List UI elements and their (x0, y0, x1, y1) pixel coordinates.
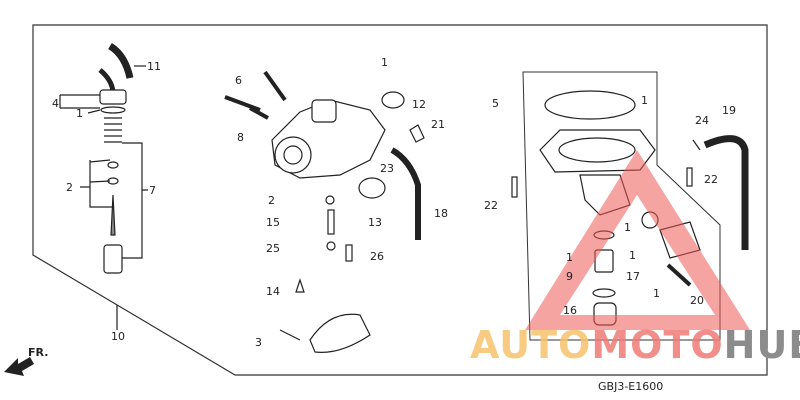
callout-label: 1 (641, 94, 648, 107)
carburetor-body (224, 70, 425, 353)
callout-label: 9 (566, 270, 573, 283)
callout-label: 1 (624, 221, 631, 234)
callout-label: 1 (381, 56, 388, 69)
watermark-moto: MOTO (591, 323, 724, 367)
callout-label: 4 (52, 97, 59, 110)
callout-label: 7 (149, 184, 156, 197)
callout-label: 1 (629, 249, 636, 262)
callout-label: 16 (563, 304, 577, 317)
watermark-hub: HUB (723, 323, 800, 367)
callout-label: 5 (492, 97, 499, 110)
diagram-frame (32, 24, 768, 376)
callout-label: 23 (380, 162, 394, 175)
watermark-triangle (525, 150, 750, 330)
assembly-box-5 (522, 71, 721, 341)
callout-label: 21 (431, 118, 445, 131)
callout-label: 1 (653, 287, 660, 300)
watermark-auto: AUTO (470, 323, 592, 367)
callout-label: 6 (235, 74, 242, 87)
callout-label: 2 (268, 194, 275, 207)
callout-label: 2 (66, 181, 73, 194)
callout-label: 12 (412, 98, 426, 111)
front-marker: FR. (28, 346, 48, 359)
callout-label: 8 (237, 131, 244, 144)
callout-label: 19 (722, 104, 736, 117)
callout-label: 20 (690, 294, 704, 307)
callout-label: 1 (566, 251, 573, 264)
callout-label: 3 (255, 336, 262, 349)
callout-label: 13 (368, 216, 382, 229)
callout-label: 18 (434, 207, 448, 220)
callout-label: 25 (266, 242, 280, 255)
callout-label: 11 (147, 60, 161, 73)
callout-label: 1 (76, 107, 83, 120)
callout-label: 24 (695, 114, 709, 127)
diagram-code: GBJ3-E1600 (598, 380, 663, 393)
callout-label: 15 (266, 216, 280, 229)
front-arrow-icon (4, 357, 34, 376)
callout-label: 14 (266, 285, 280, 298)
part-group-left (59, 42, 148, 330)
callout-label: 17 (626, 270, 640, 283)
callout-label: 22 (704, 173, 718, 186)
watermark-logo: AUTOMOTOHUB (470, 326, 800, 364)
callout-label: 26 (370, 250, 384, 263)
callout-label: 10 (111, 330, 125, 343)
callout-label: 22 (484, 199, 498, 212)
